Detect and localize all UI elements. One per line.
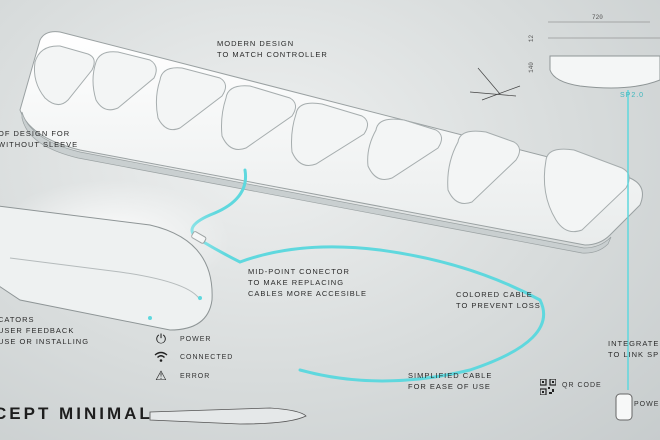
side-device bbox=[0, 180, 230, 330]
dimension-height-b: 140 bbox=[528, 62, 535, 73]
legend-connected: CONNECTED bbox=[154, 350, 233, 364]
blade-shape bbox=[150, 408, 306, 424]
qr-label: QR CODE bbox=[562, 382, 602, 389]
wifi-icon bbox=[154, 350, 168, 364]
power-icon: ⏻ bbox=[154, 332, 168, 346]
sp-label: SP2.0 bbox=[620, 92, 644, 99]
legend-power: ⏻ POWER bbox=[154, 332, 211, 346]
power-label: POWE bbox=[634, 401, 659, 408]
warning-icon: ⚠ bbox=[154, 369, 168, 383]
sketch-mark bbox=[470, 68, 520, 100]
qr-code-icon bbox=[540, 379, 556, 395]
legend-error: ⚠ ERROR bbox=[154, 369, 210, 383]
page-title: CEPT MINIMAL bbox=[0, 404, 153, 424]
label-integrated: INTEGRATEDTO LINK SP T bbox=[608, 338, 660, 360]
power-brick bbox=[616, 394, 632, 420]
dimension-width: 720 bbox=[592, 14, 603, 21]
dimension-height-a: 12 bbox=[528, 35, 535, 42]
